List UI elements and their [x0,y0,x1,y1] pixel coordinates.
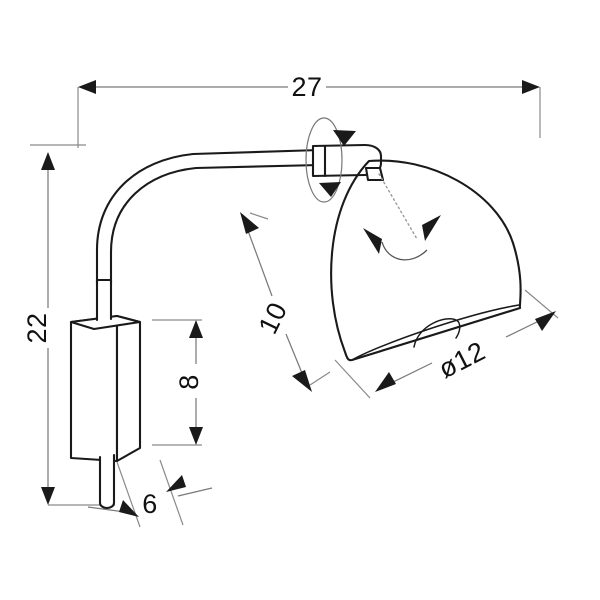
arrowhead-top-22 [41,152,55,170]
shade-socket-bump [413,318,461,348]
dim-label-shade-height: 10 [253,298,294,339]
arrowhead-bottom-10 [292,370,312,392]
arrowhead-right-d12 [535,311,556,331]
arrowhead-left-27 [78,80,96,94]
arrowhead-top-10 [240,212,259,234]
dim-label-overall-width: 27 [291,72,322,102]
knuckle-tab [364,166,385,182]
shade-swing-arc [381,241,428,261]
base-bottom-stem [98,453,116,510]
dim-line-d12-left [386,362,433,386]
dim-label-overall-height: 22 [22,312,52,343]
arrowhead-right-6 [166,475,186,492]
ext-stub-left-d12 [334,359,371,399]
base-side-face [115,314,142,463]
arrowhead-left-d12 [375,372,396,392]
part-knuckle [311,143,385,182]
ext-line-right-6 [159,459,184,526]
shade-rim-front [351,307,521,361]
dimension-overall-height: 22 [22,152,115,506]
joint-rotation-arrow-bottom [319,182,341,197]
part-wall-base [69,278,142,510]
arm-outer-edge [95,148,322,285]
ext-line-left-6 [116,461,141,528]
base-front-face [69,314,119,463]
joint-rotation-arrow-top [333,130,356,146]
dim-label-base-width: 6 [142,489,158,519]
joint-rotation-ellipse [305,117,343,203]
dim-line-10-upper [246,227,273,297]
arrowhead-right-27 [522,80,540,94]
arm-inner-edge [109,163,322,285]
shade-rim-back [351,304,520,361]
annotation-joint-rotation [305,117,356,203]
dimension-shade-diameter: ø12 [334,289,559,399]
dimension-overall-width: 27 [77,72,541,148]
arrowhead-bottom-22 [41,487,55,505]
ext-stub-bottom-10 [309,371,331,386]
dim-line-10-lower [285,333,305,379]
dim-line-6-right [177,487,213,497]
part-arm [95,148,322,285]
arrowhead-top-8 [189,320,203,338]
base-top-stem [95,278,113,322]
dim-line-6-left [87,506,126,513]
shade-swing-arrow-right [422,215,441,241]
annotation-shade-swing [363,173,441,261]
part-shade [330,159,522,362]
shade-axis-dotted-line [378,173,418,240]
arrowhead-left-6 [119,500,139,517]
dim-label-base-height: 8 [174,374,204,390]
dimension-base-width: 6 [87,459,213,528]
dim-label-shade-diameter: ø12 [434,336,490,385]
ext-stub-top-10 [249,212,269,220]
shade-swing-arrow-left [363,228,382,254]
dimension-base-height: 8 [152,319,204,446]
arrowhead-bottom-8 [189,427,203,445]
dimension-shade-height: 10 [240,212,331,392]
